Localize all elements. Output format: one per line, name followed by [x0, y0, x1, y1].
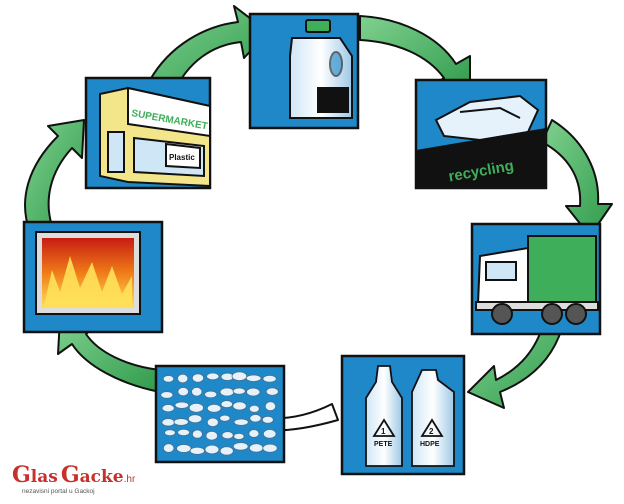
supermarket-window-sign: Plastic: [169, 153, 195, 162]
plastic-flake: [233, 418, 249, 426]
pete-label: PETE: [374, 441, 393, 448]
plastic-flake: [188, 402, 204, 413]
stage-truck: [470, 222, 602, 336]
watermark-t2: acke: [80, 467, 124, 487]
crushed-bottle-icon: [434, 94, 540, 142]
pete-code: 1: [381, 427, 386, 436]
stage-sorting: 1 PETE 2 HDPE: [340, 354, 466, 476]
hdpe-code: 2: [429, 427, 434, 436]
plastic-flake: [245, 374, 262, 382]
plastic-flake: [189, 446, 205, 455]
plastic-flake: [206, 372, 220, 381]
plastic-flake: [248, 443, 264, 453]
plastic-flake: [249, 414, 262, 423]
plastic-flake: [248, 429, 260, 438]
plastic-flake: [164, 429, 176, 437]
plastic-flake: [177, 387, 190, 397]
plastic-flake: [219, 446, 234, 456]
milk-jug-icon: [289, 19, 353, 119]
plastic-flake: [233, 432, 245, 440]
plastic-flake: [161, 418, 176, 427]
plastic-flake: [205, 430, 219, 441]
plastic-flake: [219, 387, 235, 397]
plastic-flake: [204, 444, 220, 455]
recycling-bin-band: [416, 128, 546, 188]
stage-supermarket: SUPERMARKET Plastic: [84, 76, 212, 190]
plastic-flake: [174, 401, 190, 409]
furnace-flames-icon: [42, 238, 134, 308]
plastic-flake: [161, 404, 175, 413]
plastic-flake: [162, 443, 175, 453]
plastic-flake: [231, 371, 248, 382]
plastic-flake: [176, 444, 192, 453]
plastic-flake: [261, 415, 274, 424]
plastic-flake: [187, 414, 203, 424]
plastic-flake: [219, 414, 231, 422]
plastic-flake: [246, 387, 261, 397]
plastic-flake: [191, 429, 203, 439]
sorted-bottles-icon: [365, 365, 455, 467]
plastic-flake: [262, 374, 277, 383]
plastic-flake: [262, 443, 278, 453]
plastic-flake: [206, 417, 219, 427]
arrow-truck-to-sorting: [467, 321, 563, 409]
stage-flakes: [154, 364, 286, 464]
plastic-flake: [232, 401, 247, 411]
watermark-t1: las: [31, 467, 58, 487]
arrow-furnace-to-supermarket: [24, 119, 85, 233]
hdpe-label: HDPE: [420, 441, 440, 448]
stage-furnace: [22, 220, 164, 334]
plastic-flake: [160, 391, 174, 399]
plastic-flake: [221, 431, 234, 440]
plastic-flake: [177, 373, 189, 384]
plastic-flake: [265, 387, 279, 396]
watermark-g2: G: [61, 462, 80, 488]
plastic-flake: [191, 386, 203, 397]
plastic-flake: [191, 373, 205, 383]
arrow-recycling-to-truck: [541, 119, 613, 237]
plastic-flake: [248, 404, 260, 413]
plastic-flake: [232, 442, 249, 451]
plastic-flake: [264, 401, 277, 412]
plastic-flake: [162, 375, 175, 383]
watermark-tagline: nezavisni portal u Gackoj: [22, 488, 95, 495]
stage-bottle: [248, 12, 360, 130]
plastic-flake: [232, 387, 246, 395]
plastic-flakes-icon: [160, 371, 279, 456]
plastic-flake: [173, 418, 189, 426]
garbage-truck-icon: [475, 235, 599, 325]
stage-recycling: recycling: [414, 78, 548, 190]
plastic-flake: [177, 428, 191, 436]
plastic-flake: [220, 400, 233, 409]
watermark-tld: .hr: [124, 474, 136, 485]
plastic-flake: [262, 429, 277, 439]
watermark-g1: G: [12, 462, 31, 488]
plastic-flake: [204, 390, 218, 399]
plastic-flake: [206, 403, 222, 413]
supermarket-icon: [99, 86, 211, 188]
